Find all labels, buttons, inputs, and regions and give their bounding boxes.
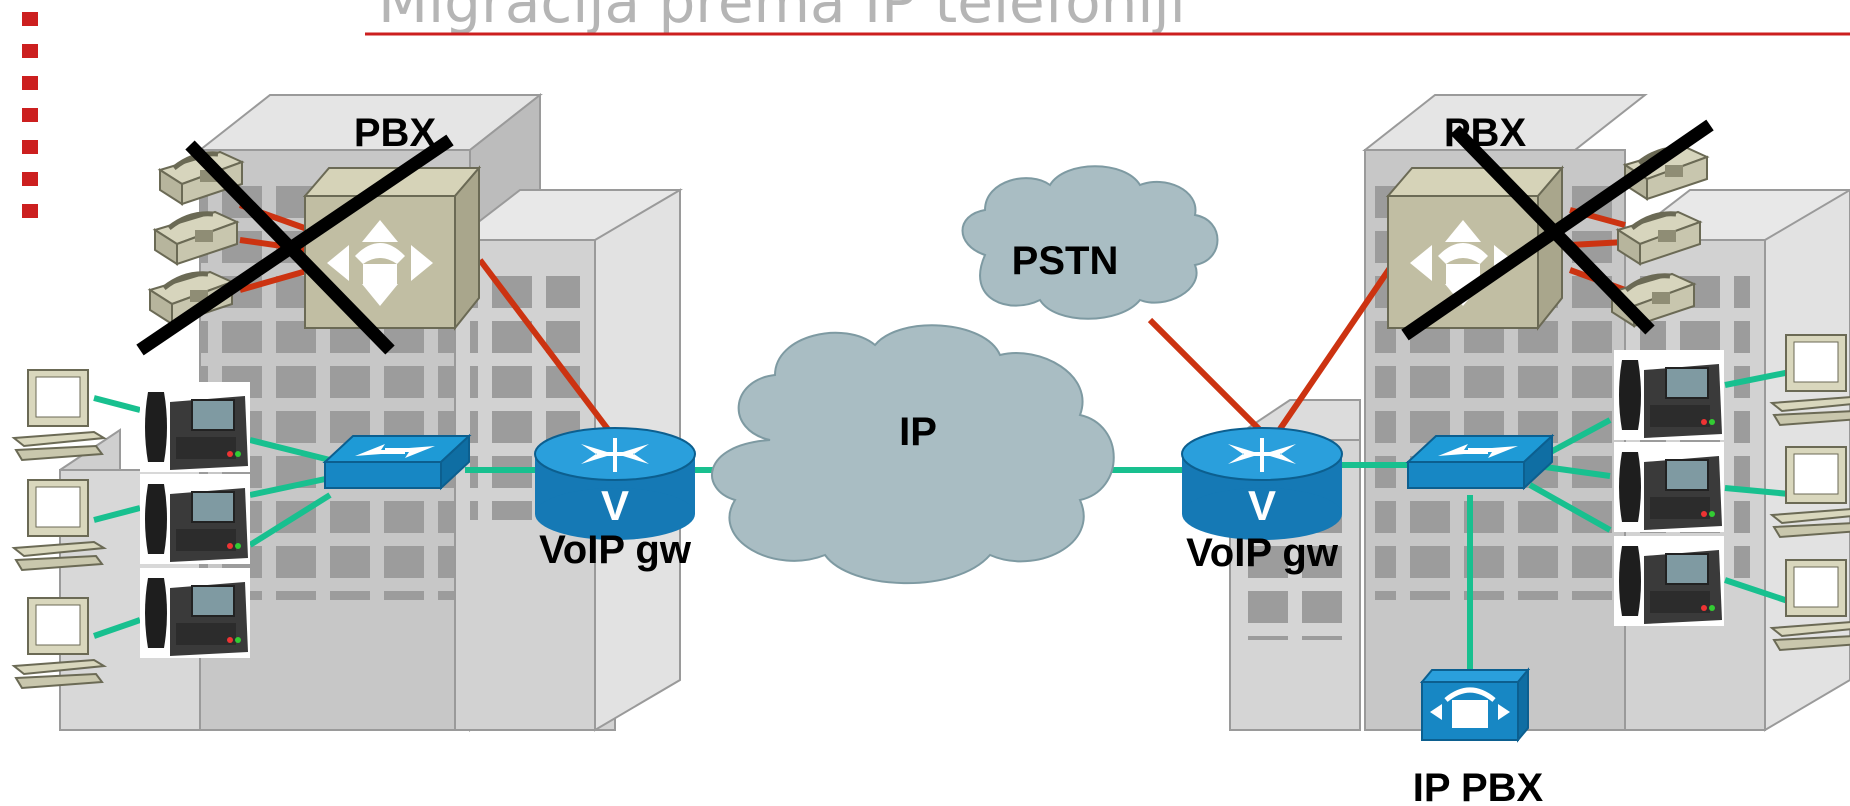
slide-title: Migracija prema IP telefoniji xyxy=(378,0,1186,36)
switch-icon xyxy=(324,435,470,489)
cross-mark-left xyxy=(136,134,454,356)
switch-icon xyxy=(1407,435,1553,489)
ip-phone-icon xyxy=(1613,349,1725,441)
ip-phone-icon xyxy=(139,381,251,473)
links xyxy=(93,202,1801,690)
pstn-cloud xyxy=(961,165,1219,320)
ip-pbx-icon xyxy=(1419,667,1531,743)
ip-label: IP xyxy=(899,410,937,454)
pbx-icon xyxy=(304,167,480,329)
voip-gw-label-right: VoIP gw xyxy=(1186,531,1339,575)
cross-mark-right xyxy=(1401,119,1714,341)
ip-phone-icon xyxy=(139,567,251,659)
voip-router-icon xyxy=(533,426,697,542)
ip-phone-icon xyxy=(1613,441,1725,533)
voip-router-icon xyxy=(1180,426,1344,542)
ip-pbx-label: IP PBX xyxy=(1413,766,1544,806)
voip-gw-label-left: VoIP gw xyxy=(539,528,692,572)
pbx-label-left: PBX xyxy=(354,111,437,155)
pstn-label: PSTN xyxy=(1012,239,1119,283)
pbx-label-right: PBX xyxy=(1444,111,1527,155)
bullet-squares xyxy=(22,12,38,218)
ip-phone-icon xyxy=(1613,535,1725,627)
ip-cloud xyxy=(711,324,1115,585)
ip-phone-icon xyxy=(139,473,251,565)
pc-icon xyxy=(13,369,105,461)
